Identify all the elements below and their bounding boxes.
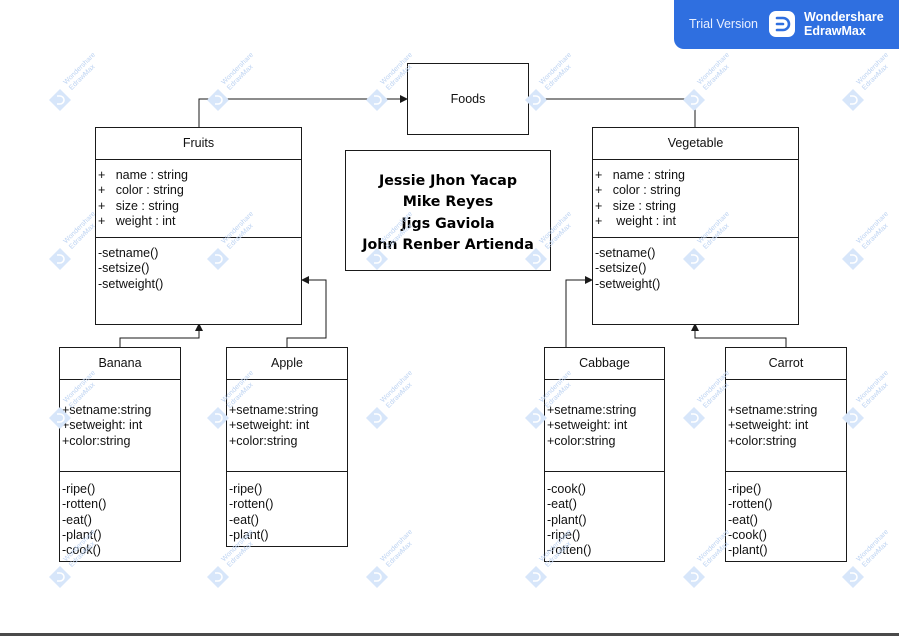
attribute-row: +setweight: int <box>229 418 310 433</box>
method-row: -plant() <box>229 527 269 542</box>
carrot-class-box[interactable]: Carrot +setname:string +setweight: int +… <box>725 347 847 562</box>
apple-title: Apple <box>271 356 303 370</box>
apple-attributes: +setname:string +setweight: int +color:s… <box>227 379 347 471</box>
method-row: -rotten() <box>229 497 274 512</box>
brand-line-1: Wondershare <box>804 10 884 24</box>
carrot-to-vegetable-connector <box>691 323 787 347</box>
method-row: -ripe() <box>728 482 762 496</box>
apple-class-box[interactable]: Apple +setname:string +setweight: int +c… <box>226 347 348 547</box>
trial-version-badge[interactable]: Trial Version Wondershare EdrawMax <box>674 0 899 49</box>
vegetable-title: Vegetable <box>667 136 724 150</box>
method-row: -ripe() <box>547 527 581 542</box>
attribute-row: +color:string <box>229 433 298 448</box>
attribute-row: +setname:string <box>728 403 818 417</box>
method-row: -setname() <box>595 246 656 260</box>
author-name: Mike Reyes <box>402 194 494 211</box>
attribute-row: + name : string <box>98 168 188 182</box>
attribute-row: +setname:string <box>62 403 152 417</box>
method-row: -setsize() <box>98 261 150 276</box>
attribute-row: + weight : int <box>98 213 176 228</box>
method-row: -setsize() <box>595 261 647 276</box>
author-name: John Renber Artienda <box>362 236 534 253</box>
banana-to-fruits-connector <box>119 323 203 347</box>
banana-attributes: +setname:string +setweight: int +color:s… <box>60 379 180 471</box>
attribute-row: +color:string <box>547 433 616 448</box>
cabbage-class-box[interactable]: Cabbage +setname:string +setweight: int … <box>544 347 665 562</box>
vegetable-to-foods-connector <box>528 95 696 127</box>
banana-methods: -ripe() -rotten() -eat() -plant() -cook(… <box>60 471 180 561</box>
foods-title: Foods <box>450 92 486 106</box>
apple-to-fruits-connector <box>286 276 327 347</box>
cabbage-attributes: +setname:string +setweight: int +color:s… <box>545 379 664 471</box>
method-row: -cook() <box>62 543 101 558</box>
fruits-title: Fruits <box>182 136 215 150</box>
method-row: -plant() <box>547 512 587 527</box>
method-row: -eat() <box>62 512 92 527</box>
method-row: -rotten() <box>62 497 107 512</box>
attribute-row: + size : string <box>98 198 179 213</box>
method-row: -rotten() <box>728 497 773 512</box>
attribute-row: +setweight: int <box>547 418 628 433</box>
brand-line-2: EdrawMax <box>804 23 866 38</box>
carrot-title: Carrot <box>768 356 804 370</box>
cabbage-methods: -cook() -eat() -plant() -ripe() -rotten(… <box>545 471 664 561</box>
authors-box[interactable]: Jessie Jhon Yacap Mike Reyes Jigs Gaviol… <box>345 150 551 271</box>
attribute-row: + color : string <box>595 183 681 198</box>
attribute-row: +setweight: int <box>728 418 809 433</box>
method-row: -setweight() <box>595 276 661 291</box>
author-name: Jigs Gaviola <box>401 215 495 232</box>
attribute-row: +setweight: int <box>62 418 143 433</box>
method-row: -plant() <box>62 527 102 542</box>
apple-methods: -ripe() -rotten() -eat() -plant() <box>227 471 347 546</box>
foods-class-box[interactable]: Foods <box>407 63 529 135</box>
method-row: -eat() <box>229 512 259 527</box>
vegetable-attributes: + name : string + color : string + size … <box>593 159 798 237</box>
attribute-row: +setname:string <box>229 403 319 417</box>
trial-version-label: Trial Version <box>689 17 759 31</box>
attribute-row: +color:string <box>62 433 131 448</box>
vegetable-class-box[interactable]: Vegetable + name : string + color : stri… <box>592 127 799 325</box>
attribute-row: + color : string <box>98 183 184 198</box>
method-row: -cook() <box>547 482 586 496</box>
method-row: -ripe() <box>62 482 96 496</box>
author-name: Jessie Jhon Yacap <box>378 173 518 189</box>
method-row: -ripe() <box>229 482 263 496</box>
brand-name: Wondershare EdrawMax <box>804 10 884 38</box>
method-row: -plant() <box>728 543 768 558</box>
method-row: -rotten() <box>547 543 592 558</box>
banana-class-box[interactable]: Banana +setname:string +setweight: int +… <box>59 347 181 562</box>
fruits-methods: -setname() -setsize() -setweight() <box>96 237 301 324</box>
method-row: -eat() <box>547 497 577 512</box>
method-row: -setname() <box>98 246 159 260</box>
attribute-row: +color:string <box>728 433 797 448</box>
carrot-methods: -ripe() -rotten() -eat() -cook() -plant(… <box>726 471 846 561</box>
vegetable-methods: -setname() -setsize() -setweight() <box>593 237 798 324</box>
fruits-to-foods-connector <box>198 95 408 127</box>
cabbage-to-vegetable-connector <box>565 276 593 347</box>
method-row: -setweight() <box>98 276 164 291</box>
fruits-class-box[interactable]: Fruits + name : string + color : string … <box>95 127 302 325</box>
method-row: -eat() <box>728 512 758 527</box>
method-row: -cook() <box>728 527 767 542</box>
edrawmax-logo-icon <box>769 11 795 37</box>
attribute-row: + weight : int <box>595 213 676 228</box>
fruits-attributes: + name : string + color : string + size … <box>96 159 301 237</box>
page-bottom-border <box>0 633 899 636</box>
banana-title: Banana <box>98 356 142 370</box>
carrot-attributes: +setname:string +setweight: int +color:s… <box>726 379 846 471</box>
cabbage-title: Cabbage <box>579 356 630 370</box>
attribute-row: +setname:string <box>547 403 637 417</box>
attribute-row: + name : string <box>595 168 685 182</box>
attribute-row: + size : string <box>595 198 676 213</box>
